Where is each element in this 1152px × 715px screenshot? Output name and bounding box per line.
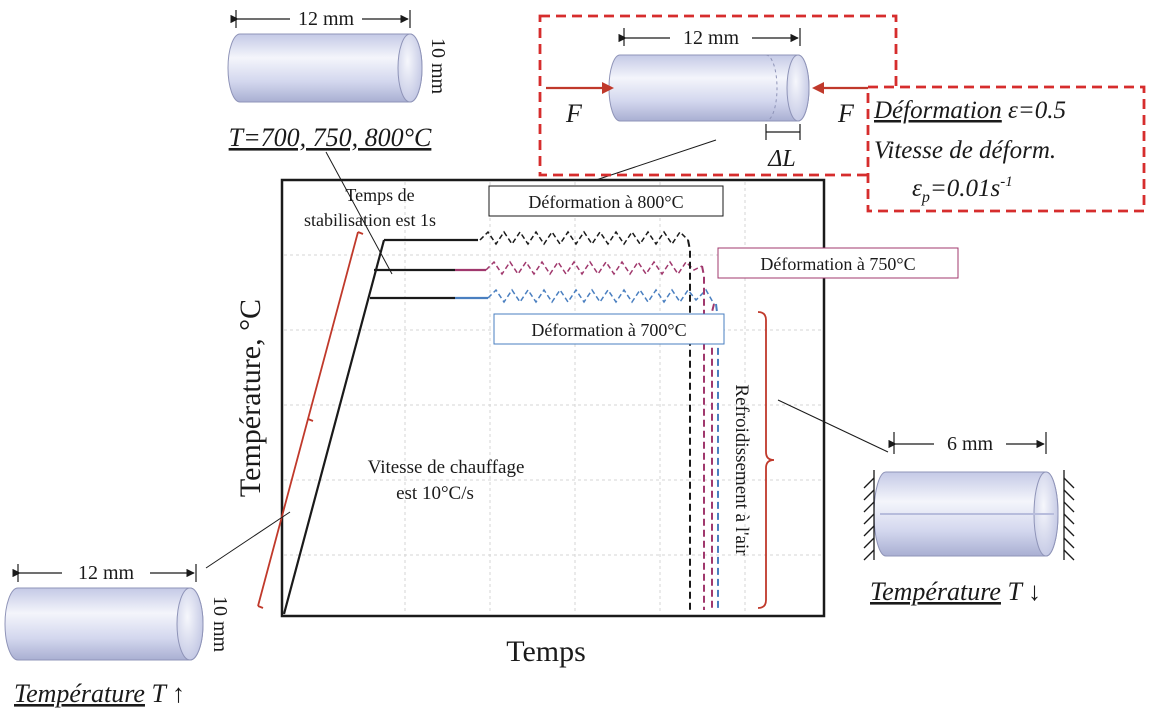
strain-line: Déformation ε=0.5 [873, 97, 1066, 124]
bottom-left-diameter-label: 10 mm [209, 596, 231, 653]
top-specimen [227, 33, 423, 103]
deform-750-label: Déformation à 750°C [760, 254, 915, 274]
top-diameter-label: 10 mm [427, 38, 449, 95]
heating-rate-line2: est 10°C/s [396, 483, 474, 504]
leader-lines [205, 139, 889, 569]
zigzag-700 [487, 288, 715, 305]
top-length-dimension [230, 10, 411, 28]
deformation-traces [479, 230, 715, 305]
delta-l-label: ΔL [767, 146, 795, 172]
hold-label-line1: Temps de [345, 185, 414, 205]
deformation-params-box [866, 85, 1146, 213]
deform-700-box [493, 313, 725, 345]
force-left-label: F [565, 99, 583, 128]
strain-value: ε=0.5 [1002, 97, 1066, 124]
strain-rate-value: εp=0.01s-1 [912, 174, 1013, 206]
top-temperatures: T=700, 750, 800°C [229, 123, 432, 152]
deform-800-box [488, 185, 724, 217]
rate-equals: =0.01s [930, 175, 1000, 202]
right-clamp [1063, 470, 1075, 561]
compression-length-label: 12 mm [683, 27, 740, 49]
force-right-label: F [837, 99, 855, 128]
compression-length-dimension [618, 28, 801, 46]
strain-word: Déformation [873, 97, 1002, 124]
cooling-bracket [757, 311, 775, 609]
heating-bracket [257, 231, 364, 609]
right-temp-rest: T ↓ [1001, 577, 1041, 606]
deform-750-box [717, 247, 959, 279]
bottom-left-temp-rest: T ↑ [145, 679, 185, 708]
rate-subscript: p [921, 189, 930, 206]
top-length-label: 12 mm [298, 8, 355, 30]
right-length-label: 6 mm [947, 433, 994, 455]
deform-800-label: Déformation à 800°C [528, 192, 683, 212]
right-temp-word: Température [870, 577, 1001, 606]
rate-symbol: ε [912, 175, 922, 202]
bottom-left-temperature: Température T ↑ [14, 679, 185, 708]
bottom-left-temp-word: Température [14, 679, 145, 708]
bottom-left-length-label: 12 mm [78, 562, 135, 584]
deform-700-label: Déformation à 700°C [531, 320, 686, 340]
y-axis-label: Température, °C [234, 299, 267, 497]
right-specimen [873, 471, 1059, 557]
right-length-dimension [888, 432, 1047, 454]
force-arrows [546, 82, 868, 94]
heating-rate-line1: Vitesse de chauffage [368, 457, 525, 478]
thermal-cycle [282, 238, 488, 615]
hold-label-line2: stabilisation est 1s [304, 210, 436, 230]
strain-rate-label: Vitesse de déform. [874, 137, 1056, 164]
zigzag-750 [485, 260, 703, 276]
compression-specimen [608, 54, 810, 122]
rate-superscript: -1 [1000, 174, 1013, 190]
heating-ramp [282, 239, 386, 615]
chart-frame [280, 178, 826, 618]
x-axis-label: Temps [506, 635, 586, 668]
cooling-label: Refroidissement à l'air [731, 384, 752, 556]
bottom-left-length-dimension [12, 564, 197, 582]
left-clamp [863, 470, 875, 561]
bottom-left-specimen [4, 587, 204, 661]
zigzag-800 [479, 230, 689, 246]
delta-l-dimension [765, 124, 801, 140]
right-temperature: Température T ↓ [870, 577, 1041, 606]
